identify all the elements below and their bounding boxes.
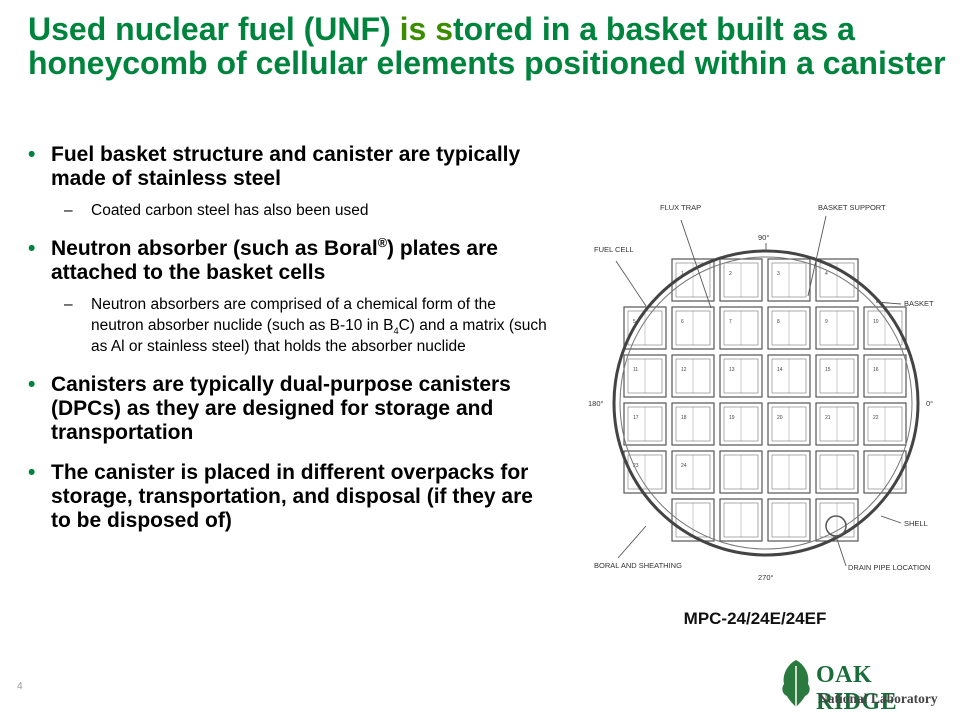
cell-number: 12 xyxy=(681,367,687,373)
fuel-cell xyxy=(863,354,907,398)
cell-number: 19 xyxy=(729,415,735,421)
bullet-dot: • xyxy=(28,237,36,260)
fuel-cell xyxy=(767,402,811,446)
label-boral-sheathing: BORAL AND SHEATHING xyxy=(594,561,682,570)
cell-number: 15 xyxy=(825,367,831,373)
fuel-cell xyxy=(863,402,907,446)
label-90-deg: 90° xyxy=(758,233,769,242)
logo-subtitle: National Laboratory xyxy=(818,691,938,706)
canister-shell-inner xyxy=(619,256,913,550)
cell-number: 4 xyxy=(825,271,828,277)
cell-number: 18 xyxy=(681,415,687,421)
diagram-caption: MPC-24/24E/24EF xyxy=(683,609,827,628)
bullet-dot: • xyxy=(28,461,36,484)
ornl-logo: OAK RIDGE National Laboratory xyxy=(778,658,953,716)
cell-number: 20 xyxy=(777,415,783,421)
cell-number: 2 xyxy=(729,271,732,277)
fuel-cell xyxy=(815,306,859,350)
cell-number: 5 xyxy=(633,319,636,325)
cell-number: 8 xyxy=(777,319,780,325)
cell-number: 10 xyxy=(873,319,879,325)
cell-number: 24 xyxy=(681,463,687,469)
bullet-list: •Fuel basket structure and canister are … xyxy=(28,143,548,533)
fuel-cell xyxy=(815,354,859,398)
fuel-cell xyxy=(671,354,715,398)
fuel-cell xyxy=(719,450,763,494)
fuel-cell xyxy=(671,306,715,350)
cell-number: 6 xyxy=(681,319,684,325)
fuel-cell xyxy=(815,258,859,302)
drain-pipe-icon xyxy=(825,515,847,537)
label-0-deg: 0° xyxy=(926,399,933,408)
sub-bullet-item: –Coated carbon steel has also been used xyxy=(64,202,369,219)
bullet-item: •The canister is placed in different ove… xyxy=(28,461,533,532)
fuel-cell xyxy=(719,402,763,446)
fuel-cell xyxy=(767,306,811,350)
cell-number: 21 xyxy=(825,415,831,421)
slide-title: Used nuclear fuel (UNF) is stored in a b… xyxy=(28,11,946,81)
label-270-deg: 270° xyxy=(758,573,774,582)
label-fuel-cell: FUEL CELL xyxy=(594,245,634,254)
cell-number: 9 xyxy=(825,319,828,325)
bullet-dot: • xyxy=(28,143,36,166)
fuel-cell xyxy=(767,498,811,542)
page-number: 4 xyxy=(17,681,23,692)
cell-number: 13 xyxy=(729,367,735,373)
fuel-cell xyxy=(719,354,763,398)
fuel-cell xyxy=(815,498,859,542)
fuel-cell xyxy=(623,354,667,398)
fuel-cell xyxy=(767,354,811,398)
sub-bullet-dash: – xyxy=(64,202,73,219)
fuel-cell xyxy=(719,498,763,542)
cell-number: 11 xyxy=(633,367,638,373)
fuel-cell xyxy=(671,498,715,542)
sub-bullet-item: –Neutron absorbers are comprised of a ch… xyxy=(64,296,547,355)
cell-number: 17 xyxy=(633,415,639,421)
fuel-cell xyxy=(815,402,859,446)
fuel-cell xyxy=(863,450,907,494)
fuel-cell xyxy=(671,258,715,302)
fuel-cell xyxy=(671,402,715,446)
fuel-cell xyxy=(719,306,763,350)
label-drain-pipe: DRAIN PIPE LOCATION xyxy=(848,563,930,572)
cell-number: 7 xyxy=(729,319,732,325)
label-180-deg: 180° xyxy=(588,399,604,408)
fuel-cell xyxy=(623,306,667,350)
bullet-item: •Canisters are typically dual-purpose ca… xyxy=(28,373,511,444)
cell-number: 1 xyxy=(681,271,684,277)
fuel-cell xyxy=(815,450,859,494)
fuel-cell xyxy=(767,450,811,494)
cell-number: 14 xyxy=(777,367,783,373)
oak-leaf-icon xyxy=(782,660,810,708)
label-flux-trap: FLUX TRAP xyxy=(660,203,701,212)
fuel-cell xyxy=(671,450,715,494)
cell-number: 3 xyxy=(777,271,780,277)
bullet-item: •Neutron absorber (such as Boral®) plate… xyxy=(28,236,498,284)
bullet-item: •Fuel basket structure and canister are … xyxy=(28,143,521,190)
label-shell: SHELL xyxy=(904,519,928,528)
bullet-dot: • xyxy=(28,373,36,396)
label-basket: BASKET xyxy=(904,299,934,308)
cell-number: 23 xyxy=(633,463,639,469)
label-basket-support: BASKET SUPPORT xyxy=(818,203,886,212)
sub-bullet-dash: – xyxy=(64,296,73,313)
fuel-cell xyxy=(623,402,667,446)
cell-number: 22 xyxy=(873,415,879,421)
logo-wordmark: OAK RIDGE xyxy=(816,662,898,715)
cell-number: 16 xyxy=(873,367,879,373)
